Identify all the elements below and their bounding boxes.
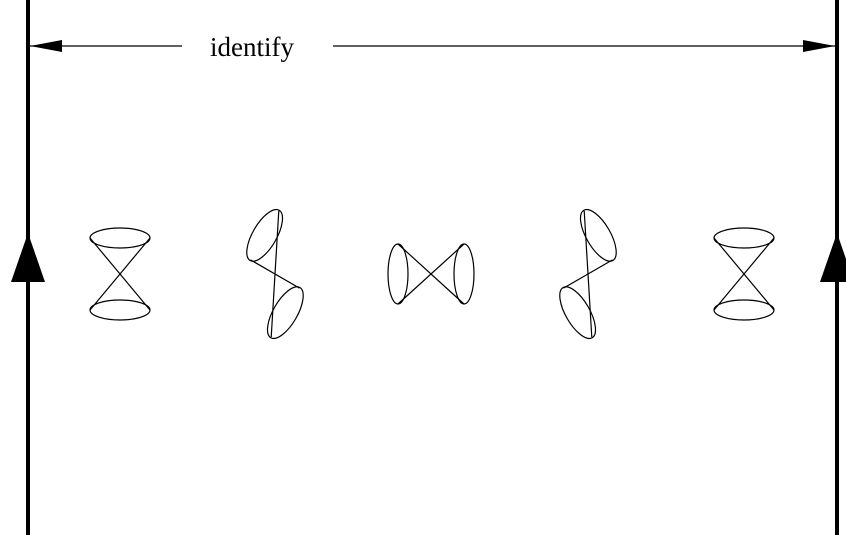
right-boundary-up-arrowhead [820, 233, 846, 282]
right-boundary [820, 0, 846, 535]
double-cone-2 [229, 200, 321, 348]
identify-arrow-left-arrowhead [30, 40, 62, 52]
double-cone-4 [542, 200, 634, 348]
left-boundary [11, 0, 45, 535]
identify-label: identify [210, 32, 294, 62]
identify-arrow-right-arrowhead [803, 40, 835, 52]
double-cone-3 [388, 244, 474, 304]
left-boundary-up-arrowhead [11, 233, 45, 282]
identify-arrow: identify [30, 32, 835, 62]
double-cone-1 [90, 228, 150, 320]
double-cone-5 [714, 228, 774, 320]
